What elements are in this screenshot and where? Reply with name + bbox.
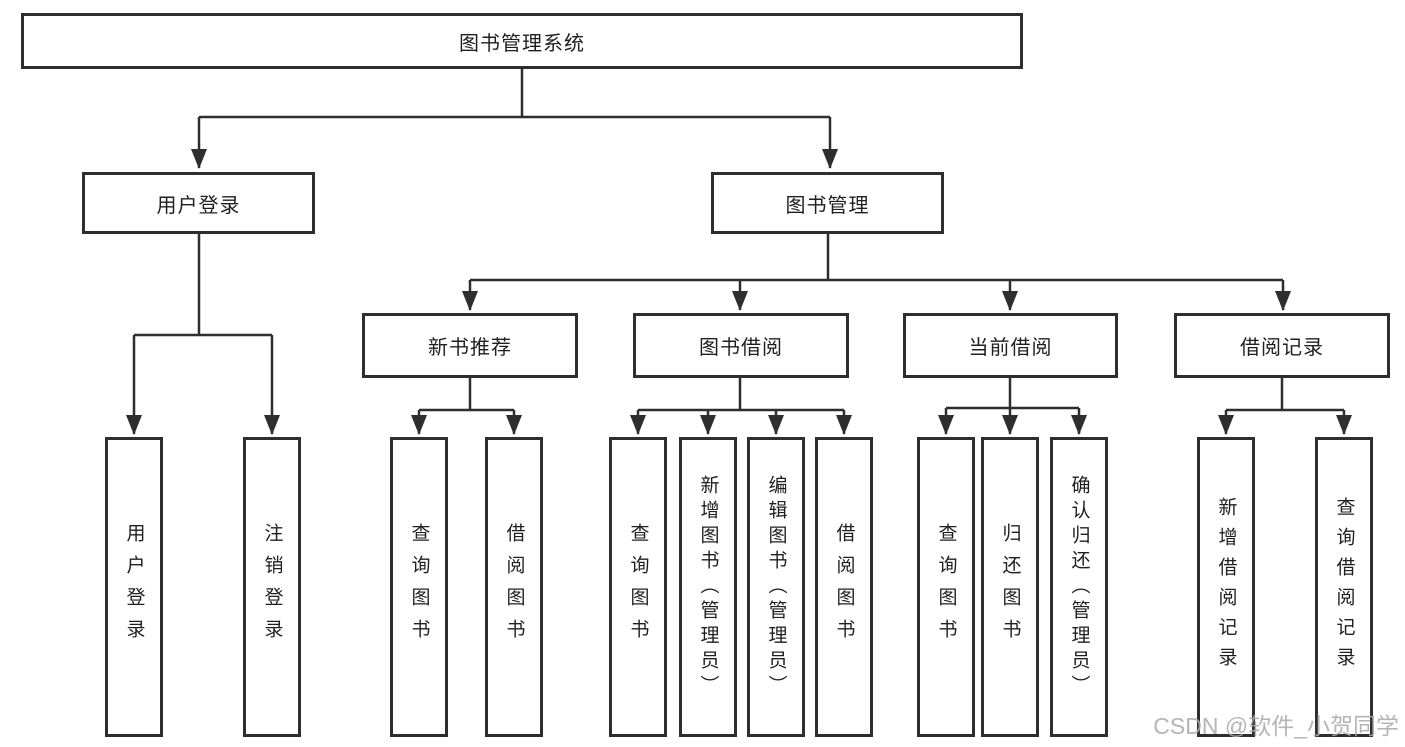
node-new-book-recommendation-label: 新书推荐	[428, 337, 512, 359]
node-edit-books-admin-label: 编辑图书（管理员）	[765, 474, 787, 700]
node-new-book-recommendation: 新书推荐	[362, 313, 578, 378]
node-current-borrowing: 当前借阅	[903, 313, 1118, 378]
node-query-books-borrow: 查询图书	[609, 437, 667, 737]
node-return-books: 归还图书	[981, 437, 1039, 737]
node-add-books-admin: 新增图书（管理员）	[679, 437, 737, 737]
node-return-books-label: 归还图书	[999, 523, 1021, 651]
node-root-system: 图书管理系统	[21, 13, 1023, 69]
node-book-borrowing: 图书借阅	[633, 313, 849, 378]
node-add-books-admin-label: 新增图书（管理员）	[697, 474, 719, 700]
node-borrow-books: 借阅图书	[815, 437, 873, 737]
node-add-borrow-record-label: 新增借阅记录	[1215, 497, 1237, 677]
node-confirm-return-admin: 确认归还（管理员）	[1050, 437, 1108, 737]
node-borrow-books-rec-label: 借阅图书	[503, 523, 525, 651]
node-root-label: 图书管理系统	[459, 32, 585, 55]
node-user-login-group: 用户登录	[82, 172, 315, 234]
node-add-borrow-record: 新增借阅记录	[1197, 437, 1255, 737]
node-edit-books-admin: 编辑图书（管理员）	[747, 437, 805, 737]
node-query-books-borrow-label: 查询图书	[627, 523, 649, 651]
node-book-management-label: 图书管理	[785, 194, 870, 217]
node-query-books-current-label: 查询图书	[935, 523, 957, 651]
node-book-borrowing-label: 图书借阅	[699, 337, 783, 359]
node-book-management: 图书管理	[711, 172, 944, 234]
node-query-borrow-record-label: 查询借阅记录	[1333, 497, 1355, 677]
node-user-login-label: 用户登录	[123, 523, 145, 651]
node-user-login: 用户登录	[105, 437, 163, 737]
node-logout-label: 注销登录	[261, 523, 283, 651]
node-borrow-records: 借阅记录	[1174, 313, 1390, 378]
node-user-login-group-label: 用户登录	[156, 194, 241, 217]
node-borrow-records-label: 借阅记录	[1240, 337, 1324, 359]
node-confirm-return-admin-label: 确认归还（管理员）	[1068, 474, 1090, 700]
node-query-books-rec: 查询图书	[390, 437, 448, 737]
node-query-borrow-record: 查询借阅记录	[1315, 437, 1373, 737]
node-current-borrowing-label: 当前借阅	[968, 337, 1053, 359]
node-query-books-rec-label: 查询图书	[408, 523, 430, 651]
node-borrow-books-label: 借阅图书	[833, 523, 855, 651]
node-borrow-books-rec: 借阅图书	[485, 437, 543, 737]
csdn-watermark: CSDN @软件_小贺同学	[1153, 713, 1399, 739]
node-logout: 注销登录	[243, 437, 301, 737]
node-query-books-current: 查询图书	[917, 437, 975, 737]
